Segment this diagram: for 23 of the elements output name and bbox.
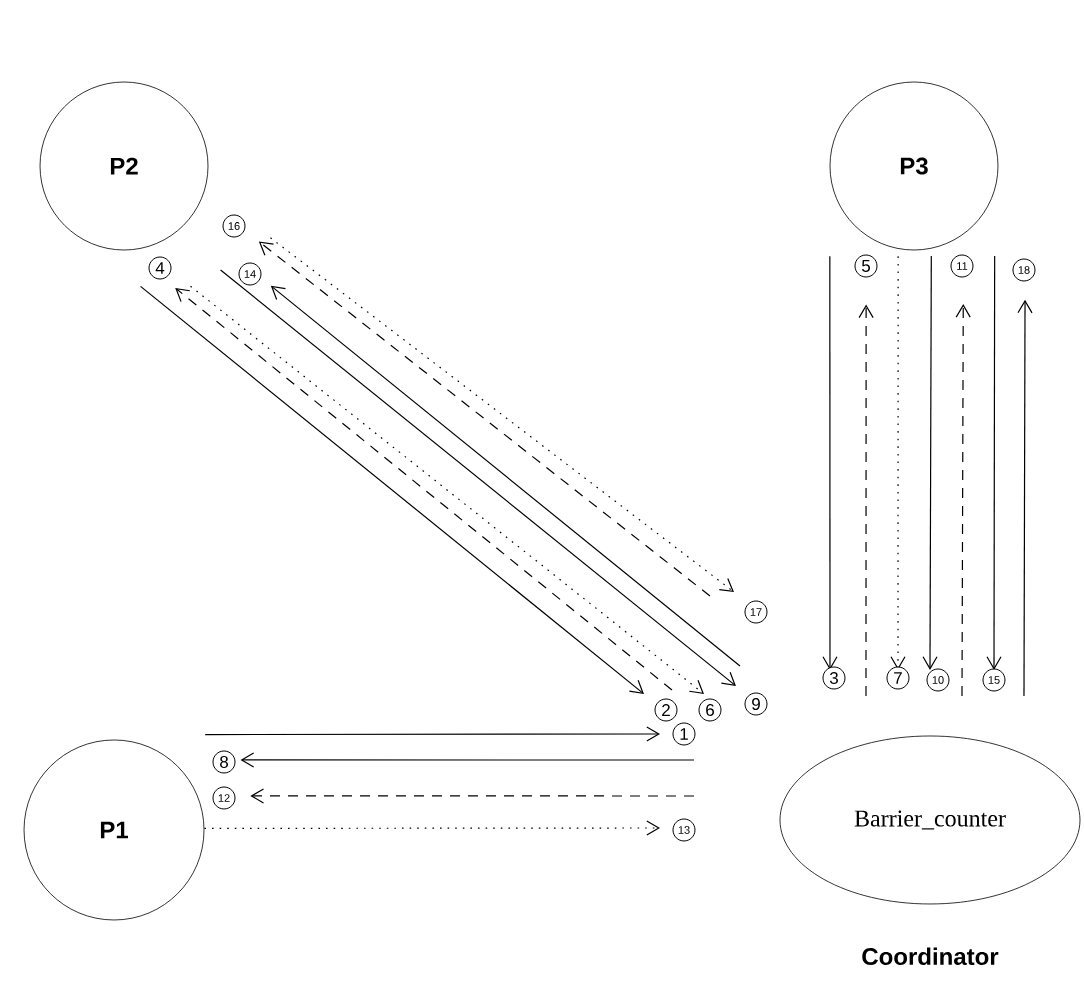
callout-number: 5	[854, 254, 878, 278]
callout-number: 8	[212, 750, 236, 774]
arrow	[822, 255, 838, 670]
node-label: Coordinator	[862, 947, 999, 966]
callout-number: 4	[148, 256, 172, 280]
callout-number: 1	[672, 722, 696, 746]
callout-number: 3	[822, 666, 846, 690]
arrow	[986, 255, 1002, 670]
arrow	[250, 788, 695, 804]
arrow	[204, 726, 660, 742]
callout-number: 6	[698, 698, 722, 722]
arrow	[219, 269, 736, 686]
arrow	[203, 820, 660, 836]
arrow	[240, 752, 695, 768]
arrow	[922, 255, 938, 670]
arrow	[270, 285, 741, 667]
arrow	[955, 303, 971, 697]
callout-number: 2	[654, 698, 678, 722]
arrow	[1017, 299, 1033, 697]
callout-number: 9	[744, 692, 768, 716]
callout-number: 7	[886, 666, 910, 690]
arrow	[858, 304, 874, 697]
arrow	[890, 255, 906, 670]
